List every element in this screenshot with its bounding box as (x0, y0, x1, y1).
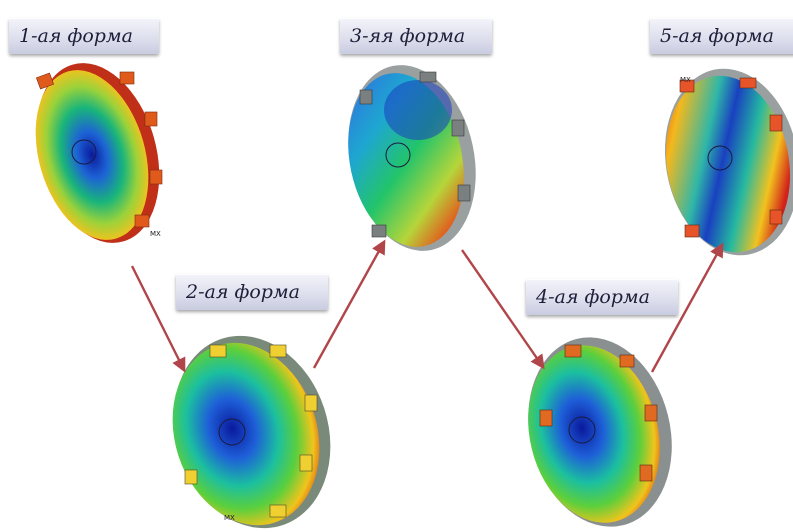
mode-5-label: 5-ая форма (650, 18, 793, 54)
mode-3-shape (348, 65, 476, 251)
mode-1-label: 1-ая форма (9, 18, 159, 54)
arrow-4-to-5 (650, 242, 724, 373)
mode-2-max-marker: MX (224, 514, 235, 522)
mode-4-label: 4-ая форма (526, 279, 678, 315)
mode-1-max-marker: MX (150, 230, 161, 238)
arrow-3-to-4 (461, 249, 545, 370)
arrow-1-to-2 (130, 265, 186, 373)
mode-2-shape: MX (172, 335, 331, 529)
mode-5-shape: MX (664, 68, 793, 256)
mode-5-max-marker: MX (680, 76, 691, 84)
mode-2-label: 2-ая форма (176, 274, 328, 310)
arrow-2-to-3 (312, 239, 386, 369)
mode-3-label: 3-яя форма (340, 18, 492, 54)
mode-4-shape (528, 337, 672, 527)
mode-1-shape: MX (35, 63, 163, 243)
